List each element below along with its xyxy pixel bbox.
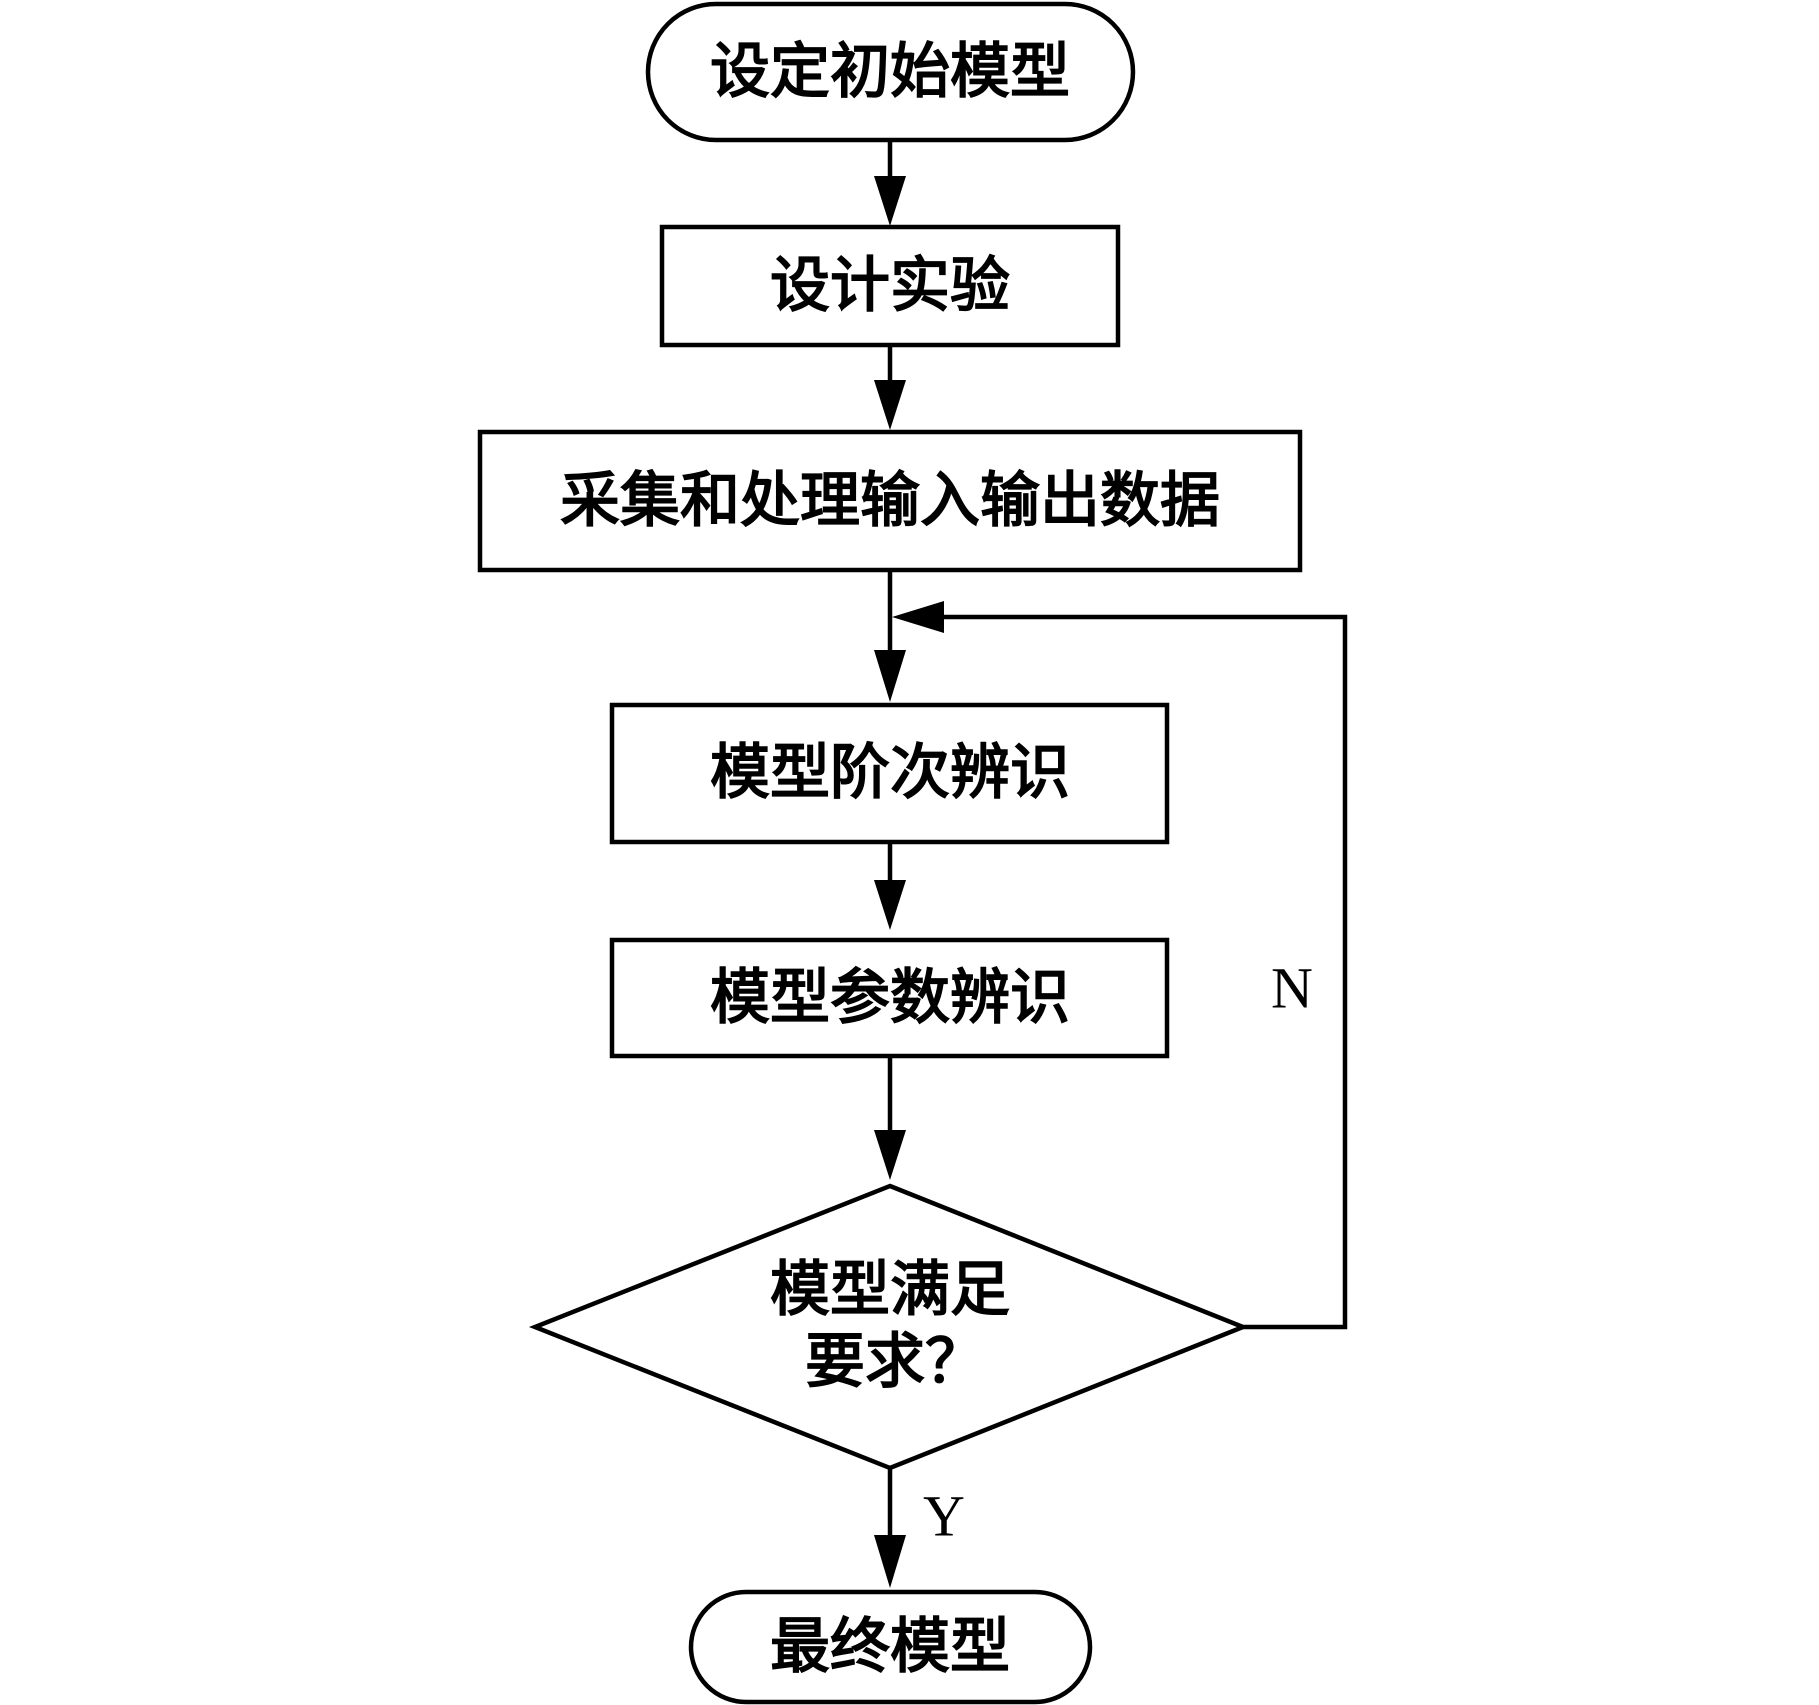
no-branch-label: N [1271,956,1313,1021]
start-node: 设定初始模型 [645,1,1136,143]
decision-node: 模型满足 要求？ [528,1183,1250,1471]
order-identification-label: 模型阶次辨识 [710,738,1070,808]
design-experiment-label: 设计实验 [770,251,1010,321]
end-node-label: 最终模型 [770,1612,1010,1682]
arrow-start-to-design [874,140,906,226]
arrow-collect-to-order-id [874,570,906,702]
arrow-order-to-param-id [874,842,906,930]
arrow-decision-to-end: Y [874,1468,965,1588]
start-node-label: 设定初始模型 [710,37,1070,107]
design-experiment-node: 设计实验 [659,224,1121,348]
decision-label-line2: 要求？ [805,1327,985,1397]
arrow-param-to-decision [874,1056,906,1180]
collect-data-node: 采集和处理输入输出数据 [477,429,1303,573]
parameter-identification-node: 模型参数辨识 [609,937,1170,1059]
feedback-loop-no: N [892,601,1348,1330]
yes-branch-label: Y [923,1484,965,1549]
order-identification-node: 模型阶次辨识 [609,702,1170,845]
parameter-identification-label: 模型参数辨识 [710,963,1070,1033]
arrow-design-to-collect [874,345,906,430]
collect-data-label: 采集和处理输入输出数据 [560,466,1220,536]
decision-label-line1: 模型满足 [770,1255,1010,1325]
end-node: 最终模型 [688,1589,1093,1705]
